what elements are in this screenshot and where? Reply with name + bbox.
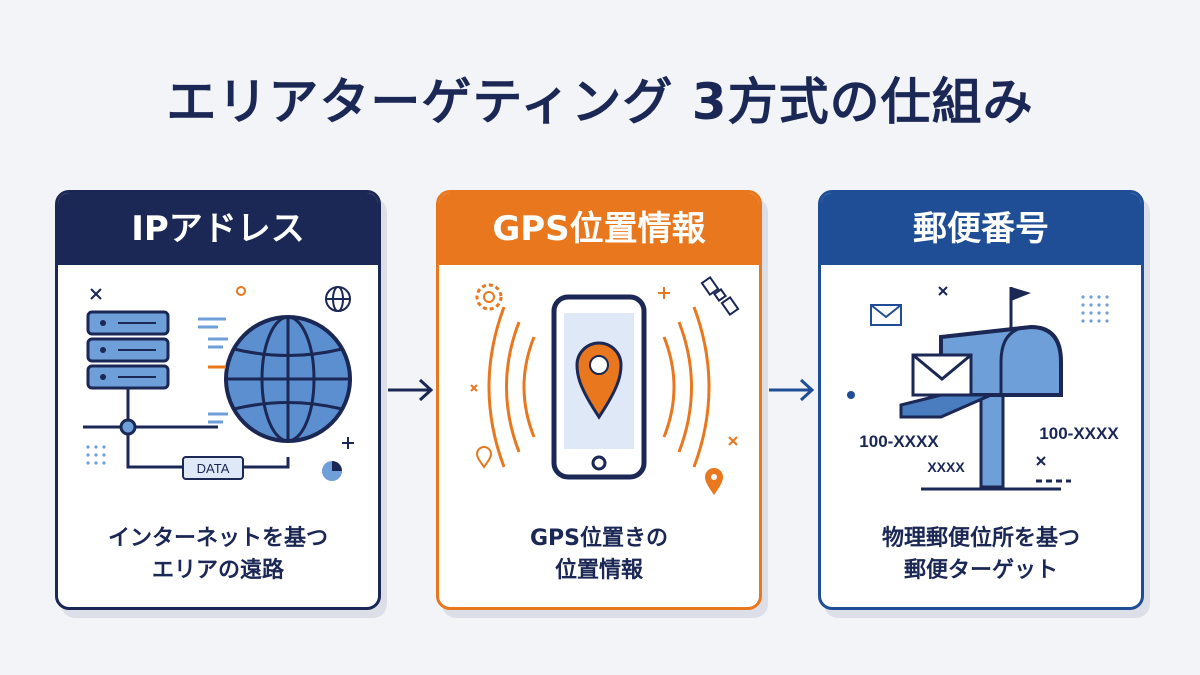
network-node (119, 418, 137, 436)
gps-card-description: GPS位置きの 位置情報 (439, 523, 759, 587)
postal-desc-line-2: 郵便ターゲット (903, 558, 1058, 583)
dot-grid (86, 445, 106, 465)
ground-lines (921, 479, 1071, 491)
data-badge: DATA (182, 456, 244, 480)
sparkle-icon (90, 288, 354, 449)
dot-icon (236, 286, 246, 296)
decor-lines (198, 317, 228, 424)
postal-desc-line-1: 物理郵便位所を基つ (881, 526, 1080, 551)
page-title: エリアターゲティング 3方式の仕組み (166, 73, 1034, 131)
dot-grid (1081, 295, 1109, 323)
postal-code-label-2: XXXX (927, 459, 965, 475)
flag-icon (1009, 287, 1031, 329)
ip-illustration: DATA (83, 286, 354, 481)
arrow-right-icon (769, 378, 815, 402)
envelope-icon (911, 353, 973, 397)
gps-illustration (470, 276, 740, 495)
gps-desc-line-2: 位置情報 (554, 558, 643, 583)
postal-card-description: 物理郵便位所を基つ 郵便ターゲット (821, 523, 1141, 587)
small-globe-icon (325, 286, 351, 312)
gps-location-card: GPS位置情報 (436, 190, 762, 610)
data-label: DATA (197, 461, 230, 476)
arrow-right-icon (388, 378, 434, 402)
postal-code-label-3: 100-XXXX (1039, 424, 1119, 443)
satellite-icon (700, 276, 740, 316)
small-pin-icon (705, 468, 723, 495)
pie-chart-icon (322, 461, 342, 481)
location-pin-icon (575, 341, 623, 420)
map-marker-outline-icon (475, 446, 493, 469)
ip-desc-line-1: インターネットを基つ (107, 526, 328, 551)
gear-icon (475, 283, 503, 311)
signal-waves (487, 306, 711, 468)
postal-card-header: 郵便番号 (821, 193, 1141, 265)
sparkle-icon (470, 287, 738, 446)
globe-icon (224, 315, 352, 443)
ip-card-header: IPアドレス (58, 193, 378, 265)
ip-desc-line-2: エリアの遠路 (151, 558, 284, 583)
mailbox-icon (899, 324, 1063, 489)
smartphone-icon (551, 294, 647, 480)
gps-desc-line-1: GPS位置きの (529, 526, 669, 551)
postal-code-card: 郵便番号 100-XXXX XXXX 100-XXXX (818, 190, 1144, 610)
small-envelope-icon (870, 304, 902, 326)
server-rack-icon (86, 310, 170, 390)
sparkle-icon (938, 286, 1046, 466)
ip-address-card: IPアドレス DATA (55, 190, 381, 610)
postal-illustration: 100-XXXX XXXX 100-XXXX (847, 286, 1119, 491)
ip-card-description: インターネットを基つ エリアの遠路 (58, 523, 378, 587)
dot-icon (847, 391, 855, 399)
postal-code-label-1: 100-XXXX (859, 432, 939, 451)
gps-card-header: GPS位置情報 (439, 193, 759, 265)
